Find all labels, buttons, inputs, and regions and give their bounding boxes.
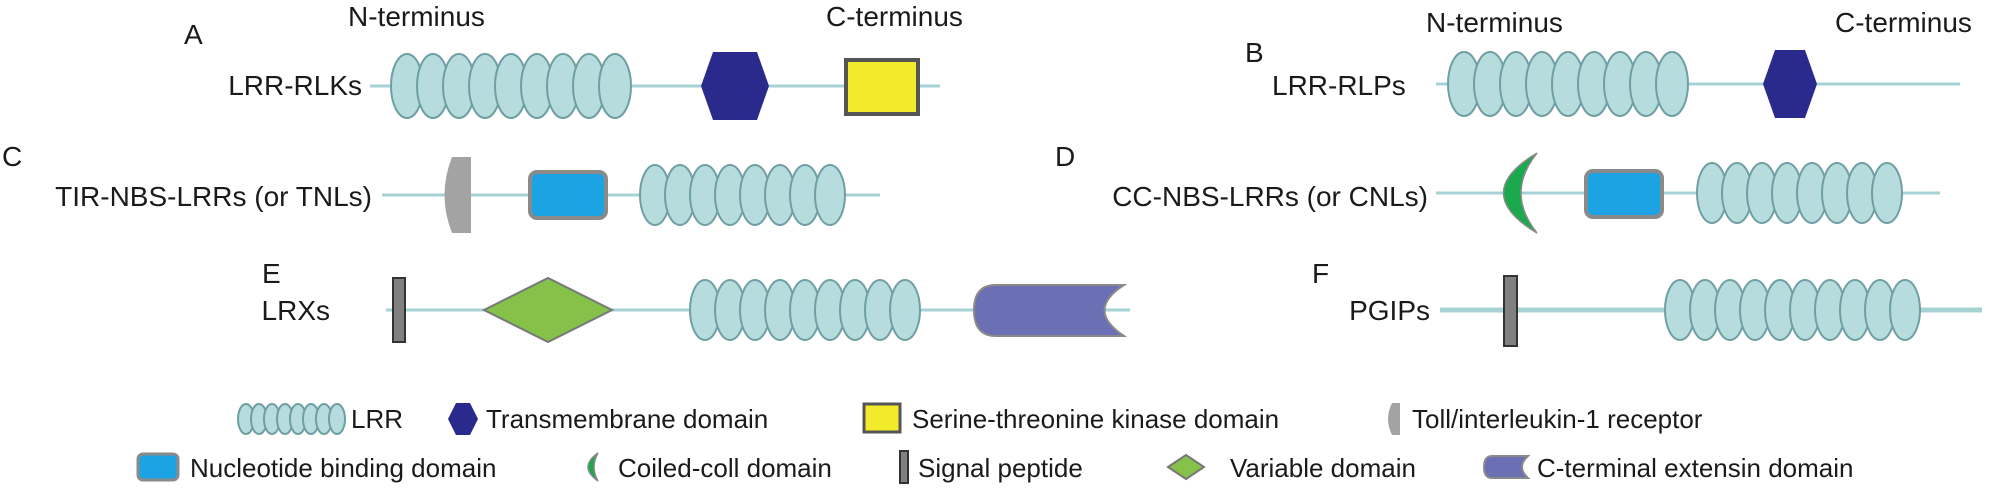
tir-icon [1388,403,1400,435]
legend-item-tir: Toll/interleukin-1 receptor [1388,403,1703,435]
legend-item-cc: Coiled-coll domain [587,452,832,483]
lrr-repeat [598,53,632,119]
panel-b-c-terminus: C-terminus [1835,7,1972,38]
lrr-repeat [889,279,921,341]
panel-e: E LRXs [262,258,1130,344]
panel-a-letter: A [184,19,203,50]
panel-e-c-terminal-extensin-domain [972,284,1128,337]
variable-domain-icon [1166,453,1206,481]
legend-label-signal: Signal peptide [918,453,1083,483]
coiled-coil-icon [587,452,599,482]
signal-peptide-icon [899,450,909,484]
panel-a-n-terminus: N-terminus [348,1,485,32]
legend-label-kinase: Serine-threonine kinase domain [912,404,1279,434]
legend-item-kinase: Serine-threonine kinase domain [862,402,1279,434]
lrr-repeat [1889,279,1921,341]
legend: LRR Transmembrane domain Serine-threonin… [136,402,1853,484]
panel-e-lrr-repeats [689,279,921,341]
transmembrane-icon [448,403,478,435]
panel-f: F PGIPs [1312,258,1982,347]
panel-d-lrr-repeats [1696,162,1903,224]
legend-label-nbs: Nucleotide binding domain [190,453,496,483]
legend-item-signal: Signal peptide [899,450,1083,484]
panel-a-lrr-repeats [390,53,632,119]
panel-e-signal-peptide [392,277,406,343]
panel-d-coiled-coil-domain [1502,152,1538,234]
legend-item-nbs: Nucleotide binding domain [136,452,496,483]
legend-label-tir: Toll/interleukin-1 receptor [1412,404,1703,434]
panel-a: A N-terminus C-terminus LRR-RLKs [184,1,963,120]
legend-item-variable: Variable domain [1166,453,1416,483]
nucleotide-binding-icon [136,452,180,482]
panel-b-transmembrane-domain [1763,50,1817,118]
lrr-repeat [1871,162,1903,224]
panel-e-variable-domain [481,276,615,344]
panel-c-letter: C [2,141,22,172]
panel-d: D CC-NBS-LRRs (or CNLs) [1055,141,1940,234]
panel-c-lrr-repeats [639,164,846,226]
panel-c: C TIR-NBS-LRRs (or TNLs) [2,141,880,233]
legend-label-lrr: LRR [351,404,403,434]
legend-item-lrr: LRR [237,403,403,435]
panel-a-c-terminus: C-terminus [826,1,963,32]
legend-label-cc: Coiled-coll domain [618,453,832,483]
panel-e-letter: E [262,258,281,289]
panel-a-kinase-domain [844,58,920,116]
legend-item-cte: C-terminal extensin domain [1482,453,1853,483]
lrr-repeat [1655,51,1689,117]
panel-a-transmembrane-domain [701,52,769,120]
panel-c-nucleotide-binding-domain [528,170,608,220]
panel-f-label: PGIPs [1349,295,1430,326]
lrr-repeat [814,164,846,226]
panel-f-signal-peptide [1503,275,1518,347]
panel-b: B N-terminus C-terminus LRR-RLPs [1245,7,1972,118]
panel-c-tir-domain [444,157,471,233]
kinase-icon [862,402,902,434]
legend-label-transmembrane: Transmembrane domain [486,404,768,434]
panel-b-lrr-repeats [1447,51,1689,117]
panel-b-label: LRR-RLPs [1272,70,1406,101]
legend-item-transmembrane: Transmembrane domain [448,403,768,435]
panel-a-label: LRR-RLKs [228,70,362,101]
panel-f-lrr-repeats [1664,279,1921,341]
legend-label-variable: Variable domain [1230,453,1416,483]
panel-f-letter: F [1312,258,1329,289]
extensin-icon [1482,455,1531,479]
lrr-icon [237,403,346,435]
panel-b-letter: B [1245,37,1264,68]
panel-e-label: LRXs [262,295,330,326]
panel-d-nucleotide-binding-domain [1584,169,1664,219]
legend-label-cte: C-terminal extensin domain [1537,453,1853,483]
panel-b-n-terminus: N-terminus [1426,7,1563,38]
panel-d-letter: D [1055,141,1075,172]
panel-d-label: CC-NBS-LRRs (or CNLs) [1112,181,1428,212]
panel-c-label: TIR-NBS-LRRs (or TNLs) [55,181,372,212]
